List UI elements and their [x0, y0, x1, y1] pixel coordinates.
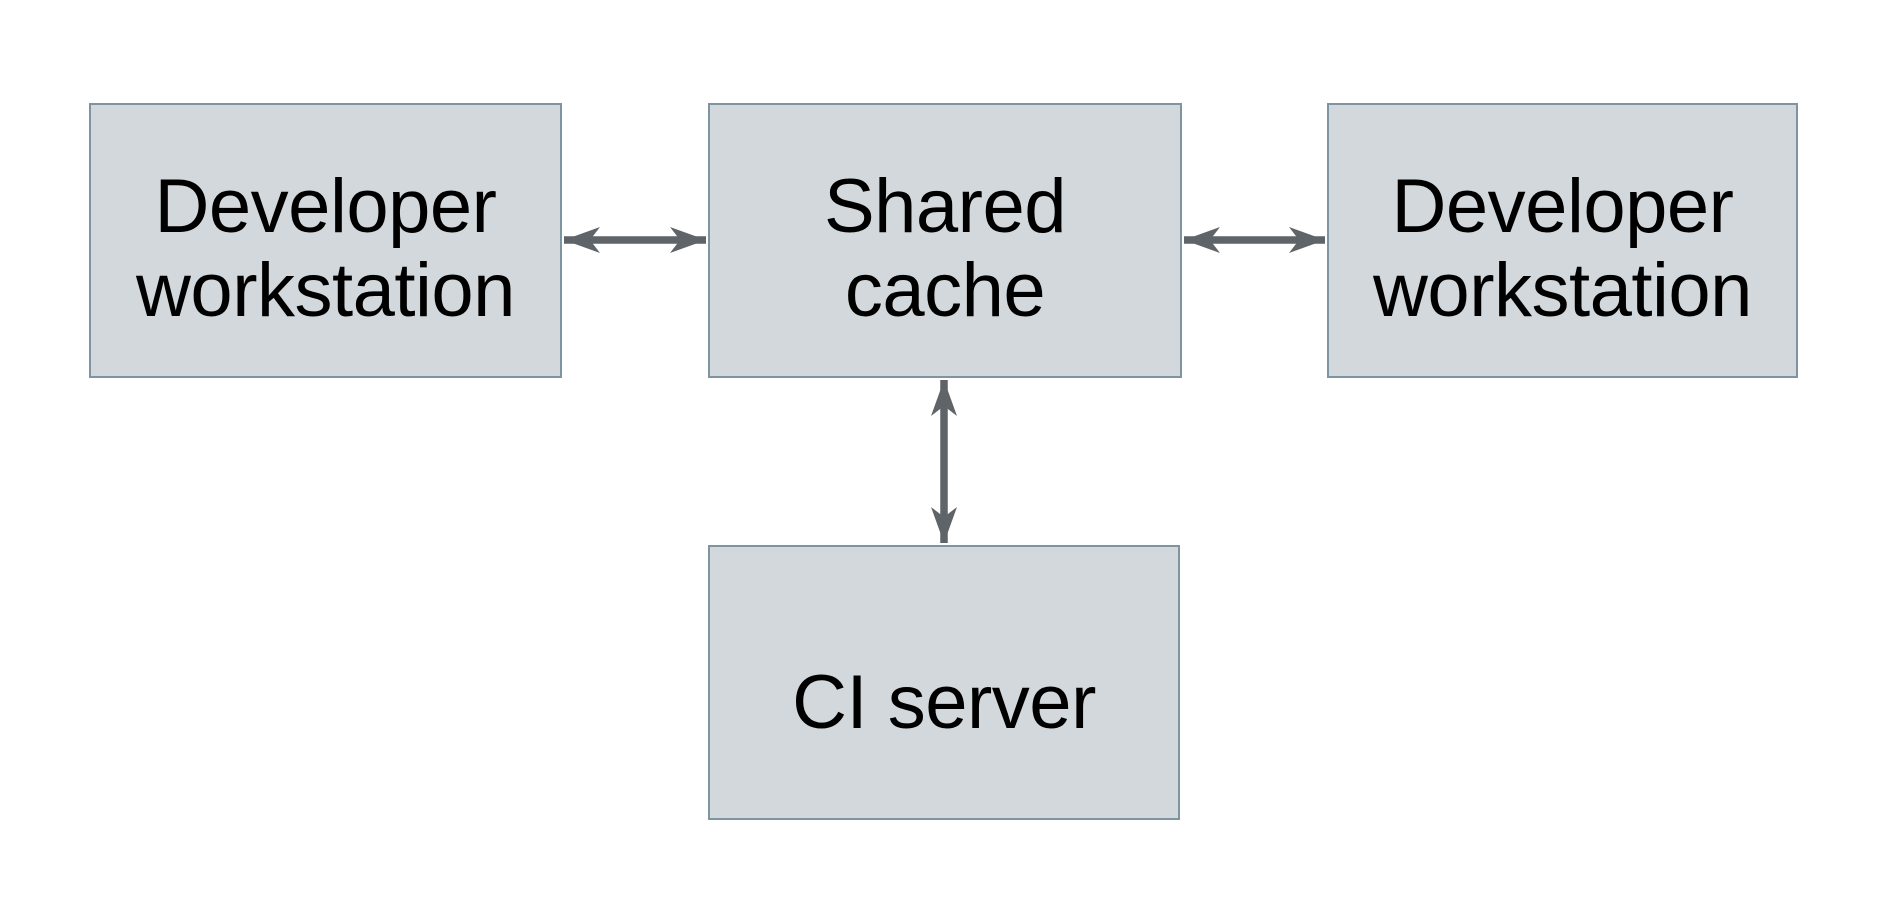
node-ci-server-label: CI server: [792, 659, 1096, 745]
node-shared-cache: Shared cache: [708, 103, 1182, 378]
node-ci-server: CI server: [708, 545, 1180, 820]
node-developer-workstation-left-label: Developer workstation: [136, 163, 515, 333]
node-developer-workstation-right: Developer workstation: [1327, 103, 1798, 378]
node-developer-workstation-left: Developer workstation: [89, 103, 562, 378]
node-shared-cache-label: Shared cache: [823, 163, 1067, 333]
node-developer-workstation-right-label: Developer workstation: [1373, 163, 1752, 333]
